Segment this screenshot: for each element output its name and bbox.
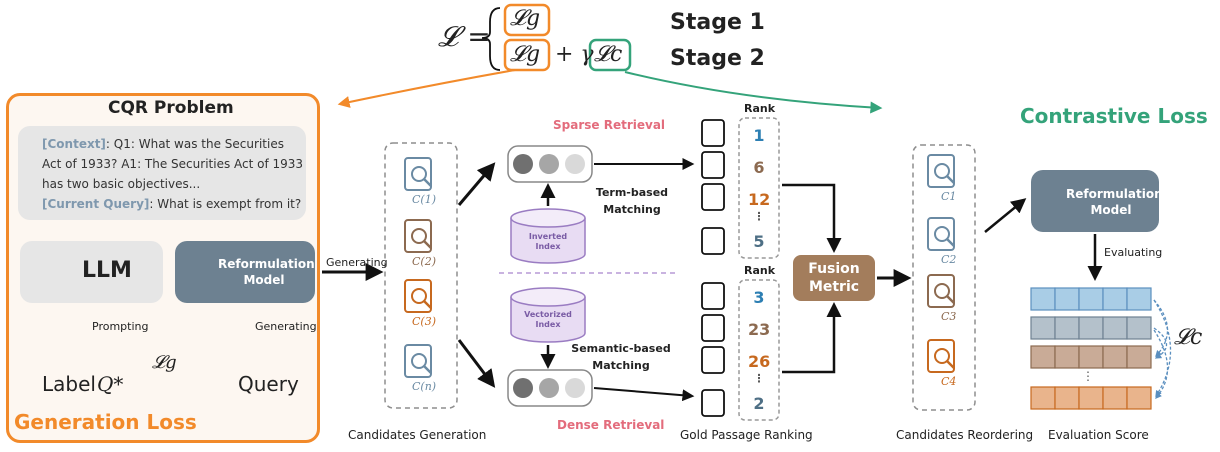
- candidates-column: [384, 142, 458, 409]
- reformulation-model-label-right: Reformulation Model: [1066, 187, 1163, 217]
- rank-column-bottom: [738, 279, 780, 421]
- formula-stage2-term-a: 𝓛g: [510, 42, 541, 67]
- label-q-star: Q*: [97, 372, 124, 396]
- evaluating-label: Evaluating: [1104, 246, 1163, 259]
- lc-symbol: 𝓛c: [1174, 325, 1203, 350]
- score-row-2: [1030, 316, 1152, 340]
- candidate-label-2: C(2): [412, 255, 436, 268]
- generation-loss-title: Generation Loss: [14, 410, 197, 434]
- stage1-label: Stage 1: [670, 10, 765, 35]
- dense-retrieval-title: Dense Retrieval: [557, 418, 665, 432]
- rank-bottom-5: 2: [753, 394, 765, 413]
- inverted-index-label: Inverted Index: [528, 232, 568, 251]
- candidates-generation-caption: Candidates Generation: [348, 428, 487, 442]
- candidate-label-n: C(n): [412, 380, 437, 393]
- rank-top-1: 1: [753, 126, 765, 145]
- stage2-highlight-c: [588, 38, 632, 72]
- arrow-to-generation: [337, 69, 516, 108]
- score-row-4: [1030, 386, 1152, 410]
- formula-lhs: 𝓛 =: [438, 20, 491, 53]
- rank-label-top: Rank: [744, 102, 776, 115]
- term-based-matching: Term-based Matching: [595, 186, 669, 216]
- candidate-icon-2: [404, 219, 432, 253]
- rank-bottom-2: 23: [748, 320, 771, 339]
- arrow-to-contrastive: [624, 71, 883, 114]
- vectorized-index-label: Vectorized Index: [524, 310, 572, 329]
- reordered-label-4: C4: [941, 375, 957, 388]
- reordered-label-3: C3: [941, 310, 957, 323]
- stage2-highlight-g: [503, 38, 551, 72]
- formula-brace: [481, 7, 501, 71]
- gold-passage-ranking-caption: Gold Passage Ranking: [680, 428, 813, 442]
- cqr-problem-title: CQR Problem: [108, 98, 234, 118]
- svg-text:⋮: ⋮: [1082, 369, 1094, 383]
- passage-icons-top: [701, 119, 725, 255]
- formula-stage2-term-b: 𝓛c: [594, 42, 623, 67]
- query-content: : What is exempt from it?: [149, 197, 302, 211]
- rank-top-ellipsis: ⋮: [753, 210, 765, 223]
- rank-bottom-3: 26: [748, 352, 771, 371]
- context-text: [Context]: Q1: What was the Securities A…: [42, 134, 304, 214]
- generating-label-left: Generating: [255, 320, 317, 333]
- candidates-reordering-caption: Candidates Reordering: [896, 428, 1034, 442]
- reordered-column: [912, 144, 976, 411]
- formula-stage2-plus: + γ: [555, 42, 594, 67]
- candidate-icon-3: [404, 279, 432, 313]
- stage1-highlight: [503, 3, 551, 37]
- stage2-label: Stage 2: [670, 46, 765, 71]
- contrastive-loss-title: Contrastive Loss: [1020, 104, 1208, 128]
- rank-top-2: 6: [753, 158, 765, 177]
- query-output-label: Query: [238, 372, 299, 396]
- llm-box: [20, 241, 163, 303]
- formula-stage1-term: 𝓛g: [510, 6, 541, 31]
- rank-top-3: 12: [748, 190, 771, 209]
- label-text: Label: [42, 372, 96, 396]
- score-row-1: [1030, 287, 1152, 311]
- reformulation-model-label: Reformulation Model: [218, 257, 315, 287]
- evaluation-score-caption: Evaluation Score: [1048, 428, 1149, 442]
- semantic-based-matching: Semantic-based Matching: [571, 342, 671, 372]
- reordered-label-2: C2: [941, 253, 957, 266]
- context-tag: [Context]: [42, 137, 106, 151]
- rank-bottom-1: 3: [753, 288, 765, 307]
- candidate-label-3: C(3): [412, 315, 436, 328]
- reformulation-model-box: [175, 241, 315, 303]
- rank-top-5: 5: [753, 232, 765, 251]
- generating-label: Generating: [326, 256, 388, 269]
- context-box: [18, 126, 306, 220]
- vectorized-index-db: [510, 287, 586, 343]
- score-row-3: [1030, 345, 1152, 369]
- rank-column-top: [738, 117, 780, 259]
- context-content: : Q1: What was the Securities Act of 193…: [42, 137, 304, 191]
- llm-label: LLM: [82, 258, 132, 283]
- lg-symbol: 𝓛g: [152, 352, 177, 373]
- sparse-retrieval-title: Sparse Retrieval: [553, 118, 666, 132]
- candidate-icon-n: [404, 344, 432, 378]
- query-tag: [Current Query]: [42, 197, 150, 211]
- prompting-label: Prompting: [92, 320, 149, 333]
- candidate-icon-1: [404, 157, 432, 191]
- rank-label-bottom: Rank: [744, 264, 776, 277]
- reordered-label-1: C1: [941, 190, 957, 203]
- inverted-index-db: [510, 208, 586, 264]
- reformulation-model-box-right: [1031, 170, 1159, 232]
- rank-bottom-ellipsis: ⋮: [753, 372, 765, 385]
- candidate-label-1: C(1): [412, 193, 436, 206]
- fusion-metric-box: Fusion Metric: [793, 255, 875, 301]
- passage-icons-bottom: [701, 282, 725, 417]
